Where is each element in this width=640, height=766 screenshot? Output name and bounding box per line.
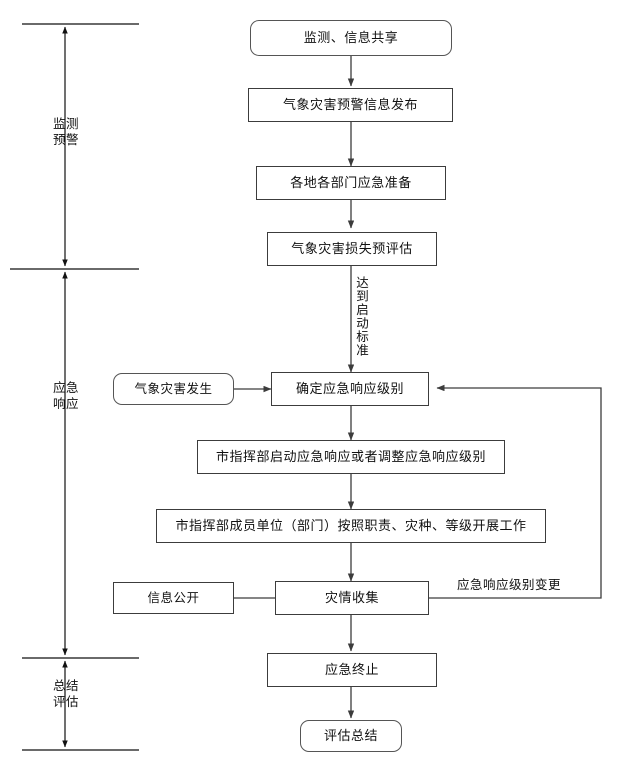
edge-label-level-change: 应急响应级别变更	[457, 577, 562, 592]
edge-label-activation-standard: 达到启动标准	[354, 276, 369, 357]
node-assessment-summary[interactable]: 评估总结	[300, 720, 402, 752]
node-determine-level[interactable]: 确定应急响应级别	[271, 372, 429, 406]
phase-label-response: 应急 响应	[52, 380, 79, 411]
node-disaster-occurs[interactable]: 气象灾害发生	[113, 373, 234, 405]
node-member-units-work[interactable]: 市指挥部成员单位（部门）按照职责、灾种、等级开展工作	[156, 509, 546, 543]
node-warning-release[interactable]: 气象灾害预警信息发布	[248, 88, 453, 122]
node-local-dept-prep[interactable]: 各地各部门应急准备	[256, 166, 446, 200]
phase-label-monitoring: 监测 预警	[52, 116, 79, 147]
node-city-hq-activate[interactable]: 市指挥部启动应急响应或者调整应急响应级别	[197, 440, 505, 474]
node-loss-preassessment[interactable]: 气象灾害损失预评估	[267, 232, 437, 266]
connector-feedback-level-change	[429, 384, 602, 599]
node-emergency-termination[interactable]: 应急终止	[267, 653, 437, 687]
node-monitor-share[interactable]: 监测、信息共享	[250, 20, 452, 56]
node-info-disclosure[interactable]: 信息公开	[113, 582, 234, 614]
phase-label-summary: 总结 评估	[52, 678, 79, 709]
node-disaster-collection[interactable]: 灾情收集	[275, 581, 429, 615]
